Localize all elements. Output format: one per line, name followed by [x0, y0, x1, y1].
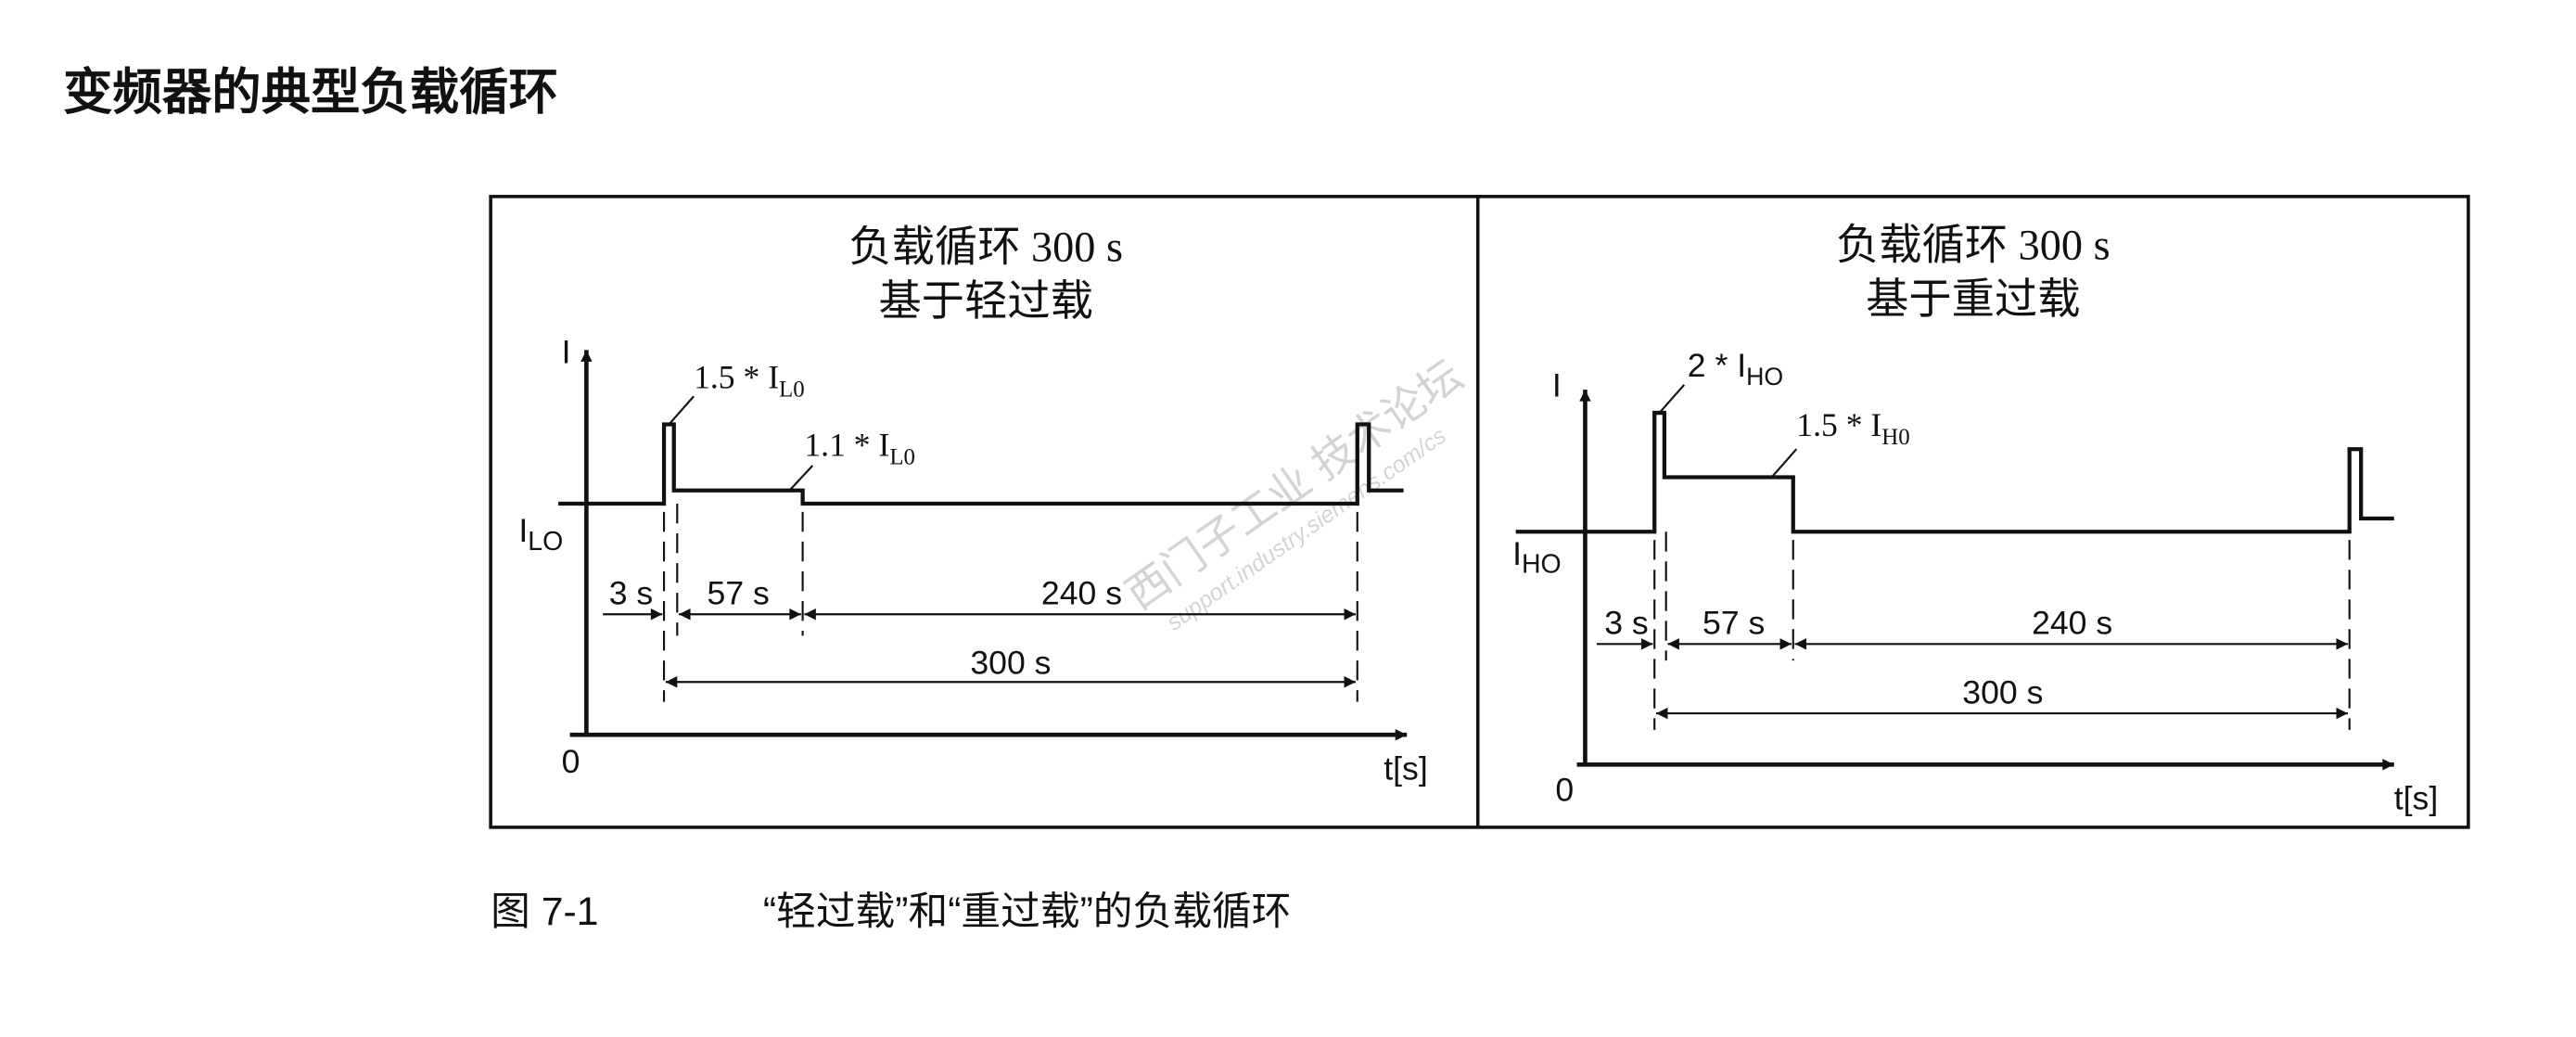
y-axis-label: I: [562, 334, 571, 371]
peak-label: 1.5 * IL0: [694, 358, 805, 402]
duration-label: 3 s: [609, 575, 653, 612]
total-duration-label: 300 s: [970, 644, 1051, 681]
y-axis-label: I: [1552, 366, 1562, 403]
base-current-label: ILO: [518, 512, 563, 557]
peak-leader: [1658, 384, 1686, 414]
origin-label: 0: [562, 743, 580, 780]
panel-title-line2: 基于轻过载: [879, 278, 1093, 326]
panel-title-line1: 负载循环 300 s: [1836, 223, 2111, 270]
peak-label: 2 * IHO: [1688, 347, 1783, 390]
duration-label: 240 s: [1041, 575, 1122, 612]
x-axis-label: t[s]: [2394, 779, 2438, 816]
base-current-label: IHO: [1512, 535, 1562, 580]
panel-title-line2: 基于重过载: [1866, 276, 2080, 324]
figure-caption: “轻过载”和“重过载”的负载循环: [763, 890, 1292, 934]
panel-title-line1: 负载循环 300 s: [848, 224, 1123, 271]
svg-text:西门子工业 技术论坛: 西门子工业 技术论坛: [1117, 351, 1471, 619]
load-cycle-curve: [558, 422, 1404, 506]
panel-light-overload: 负载循环 300 s 基于轻过载 I 0 t[s] ILO 1.5 * IL0 …: [518, 224, 1427, 787]
plateau-leader: [1770, 448, 1798, 479]
watermark: 西门子工业 技术论坛 support.industry.siemens.com/…: [1117, 351, 1471, 635]
figure-number: 图 7-1: [491, 890, 598, 934]
duration-label: 3 s: [1604, 605, 1648, 642]
plateau-leader: [788, 465, 814, 492]
duration-label: 240 s: [2032, 605, 2112, 642]
duration-label: 57 s: [708, 575, 770, 612]
load-cycle-curve: [1515, 410, 2394, 534]
plateau-label: 1.1 * IL0: [804, 426, 915, 469]
page-title: 变频器的典型负载循环: [63, 65, 558, 120]
panel-heavy-overload: 负载循环 300 s 基于重过载 I 0 t[s] IHO 2 * IHO 1.…: [1512, 223, 2438, 817]
total-duration-label: 300 s: [1962, 673, 2043, 711]
plateau-label: 1.5 * IH0: [1796, 406, 1909, 450]
origin-label: 0: [1555, 771, 1574, 808]
peak-leader: [668, 395, 695, 426]
x-axis-label: t[s]: [1384, 749, 1427, 787]
duration-label: 57 s: [1702, 605, 1765, 642]
